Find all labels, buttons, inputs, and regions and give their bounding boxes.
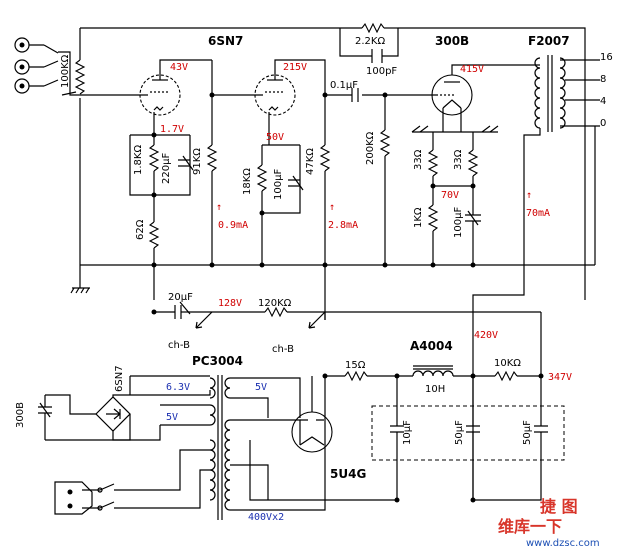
r-33a-label: 33Ω bbox=[413, 149, 424, 170]
tube-5u4g-label: 5U4G bbox=[330, 467, 366, 481]
mains-input bbox=[54, 449, 210, 515]
plate-load-2: 47KΩ ↑ 2.8mA bbox=[305, 95, 358, 320]
voltage-128: 128V bbox=[218, 298, 242, 309]
r-15-label: 15Ω bbox=[345, 360, 366, 371]
c-100a-label: 100μF bbox=[273, 169, 284, 200]
arrow-1: ↑ bbox=[216, 202, 222, 213]
current-2-8: 2.8mA bbox=[328, 220, 358, 231]
tube-300b bbox=[431, 64, 540, 132]
ground-symbol bbox=[70, 265, 90, 294]
r-1k8-label: 1.8KΩ bbox=[133, 145, 144, 175]
voltage-50: 50V bbox=[266, 132, 284, 143]
tube-v1-label: 6SN7 bbox=[208, 34, 243, 48]
input-jacks bbox=[14, 37, 71, 94]
winding-5v-b: 5V bbox=[166, 412, 178, 423]
c-10-label: 10μF bbox=[402, 420, 413, 445]
watermark-bottom: 维库一下 bbox=[498, 517, 562, 536]
output-transformer: 16 8 4 0 F2007 ↑ 70mA bbox=[472, 34, 613, 500]
watermark-top: 捷 图 bbox=[540, 497, 578, 516]
tube-6sn7-a bbox=[90, 59, 212, 135]
c-50b-label: 50μF bbox=[522, 420, 533, 445]
c-coupling-label: 0.1μF bbox=[330, 80, 358, 91]
voltage-70: 70V bbox=[441, 190, 459, 201]
junction-dots bbox=[151, 92, 544, 503]
cathode-network-2: 18KΩ 100μF 50V bbox=[242, 132, 304, 265]
tap-16: 16 bbox=[600, 52, 613, 63]
c-220-label: 220μF bbox=[161, 153, 172, 184]
watermark: 捷 图 维库一下 www.dzsc.com bbox=[498, 497, 600, 549]
cathode-network-300b: 33Ω 33Ω 1KΩ 100μF 70V bbox=[413, 132, 481, 265]
arrow-3: ↑ bbox=[526, 190, 532, 201]
winding-6v3: 6.3V bbox=[166, 382, 190, 393]
voltage-415: 415V bbox=[460, 64, 484, 75]
feedback-network: 2.2KΩ 100pF bbox=[339, 22, 399, 77]
current-0-9: 0.9mA bbox=[218, 220, 248, 231]
r-1k-label: 1KΩ bbox=[413, 207, 424, 228]
c-100b-label: 100μF bbox=[453, 207, 464, 238]
winding-400: 400Vx2 bbox=[248, 512, 284, 523]
voltage-215: 215V bbox=[283, 62, 307, 73]
filament-terminals bbox=[411, 125, 499, 133]
output-transformer-label: F2007 bbox=[528, 34, 570, 48]
supply-6sn7-label: 6SN7 bbox=[114, 365, 125, 392]
tube-300b-label: 300B bbox=[435, 34, 469, 48]
ch-b-a: ch-B bbox=[168, 340, 190, 351]
tube-5u4g bbox=[291, 376, 333, 453]
tap-4: 4 bbox=[600, 96, 606, 107]
r-18k-label: 18KΩ bbox=[242, 168, 253, 195]
feedback-cap-label: 100pF bbox=[366, 66, 397, 77]
r-10k-label: 10KΩ bbox=[494, 358, 521, 369]
pot-label: 100KΩ bbox=[60, 54, 71, 88]
ch-b-b: ch-B bbox=[272, 344, 294, 355]
voltage-43: 43V bbox=[170, 62, 188, 73]
voltage-1-7: 1.7V bbox=[160, 124, 184, 135]
choke-label: A4004 bbox=[410, 339, 453, 353]
coupling-network: 0.1μF 200KΩ bbox=[325, 80, 436, 265]
voltage-420: 420V bbox=[474, 330, 498, 341]
tube-6sn7-b bbox=[212, 59, 326, 145]
r-47k-label: 47KΩ bbox=[305, 148, 316, 175]
r-120k-label: 120KΩ bbox=[258, 298, 292, 309]
heater-out-label: 300B bbox=[15, 402, 26, 428]
winding-5v-a: 5V bbox=[255, 382, 267, 393]
heater-bridge: 300B bbox=[15, 394, 161, 441]
arrow-2: ↑ bbox=[329, 202, 335, 213]
voltage-347: 347V bbox=[548, 372, 572, 383]
current-70: 70mA bbox=[526, 208, 550, 219]
r-200k-label: 200KΩ bbox=[365, 131, 376, 165]
r-62-label: 62Ω bbox=[135, 219, 146, 240]
tap-8: 8 bbox=[600, 74, 606, 85]
r-33b-label: 33Ω bbox=[453, 149, 464, 170]
power-transformer-label: PC3004 bbox=[192, 354, 243, 368]
watermark-url: www.dzsc.com bbox=[526, 538, 600, 549]
power-transformer: PC3004 6.3V 5V 5V 400Vx2 6SN7 bbox=[114, 354, 397, 523]
volume-pot: 100KΩ bbox=[60, 28, 90, 265]
feedback-resistor-label: 2.2KΩ bbox=[355, 36, 385, 47]
c-20-label: 20μF bbox=[168, 292, 193, 303]
cathode-network-1: 1.8KΩ 220μF 62Ω 1.7V bbox=[129, 124, 194, 300]
c-50a-label: 50μF bbox=[454, 420, 465, 445]
tap-0: 0 bbox=[600, 118, 606, 129]
r-91k-label: 91KΩ bbox=[192, 148, 203, 175]
filter-chain: 15Ω A4004 10H 10KΩ 347V 420V 10μF 50μF 5… bbox=[325, 311, 572, 501]
plate-load-1: 91KΩ ↑ 0.9mA bbox=[192, 60, 248, 265]
decoupling-row: 20μF 128V 120KΩ ch-B ch-B bbox=[154, 292, 326, 355]
choke-value: 10H bbox=[425, 384, 445, 395]
